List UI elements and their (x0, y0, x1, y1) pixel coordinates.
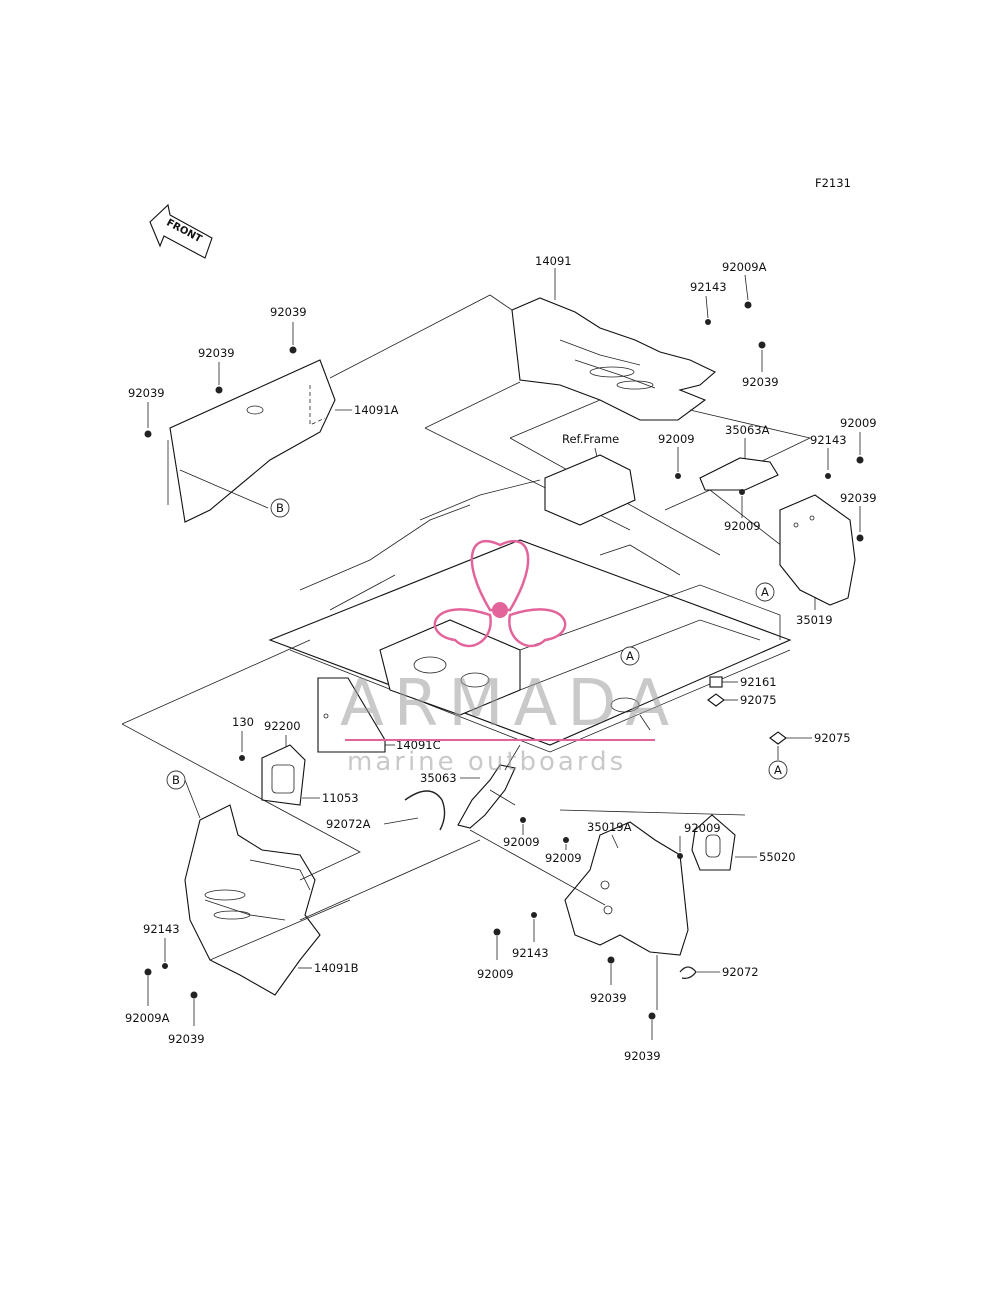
callout-92200: 92200 (264, 719, 301, 733)
callout-92039-bm2: 92039 (624, 1049, 661, 1063)
callout-14091b: 14091B (314, 961, 359, 975)
screw-icon (190, 991, 198, 999)
callout-92009-l2: 92009 (545, 851, 582, 865)
callout-92143-bm: 92143 (512, 946, 549, 960)
callout-92009-br: 92009 (684, 821, 721, 835)
ref-marker-a2: A (626, 649, 634, 663)
watermark-flower-center (492, 602, 508, 618)
callout-55020: 55020 (759, 850, 796, 864)
screw-icon (758, 341, 766, 349)
grommet-icon (707, 693, 725, 707)
vehicle-frame (268, 454, 792, 753)
cover-14091B (184, 804, 321, 996)
stay-35063 (457, 744, 521, 829)
mudguard-35019 (779, 494, 856, 606)
ref-marker-b (270, 498, 290, 518)
callout-92009-bm: 92009 (477, 967, 514, 981)
callout-92039-bm1: 92039 (590, 991, 627, 1005)
callout-92039-a: 92039 (270, 305, 307, 319)
callout-92143-r: 92143 (810, 433, 847, 447)
bolt-icon (563, 837, 569, 843)
callout-92039-b: 92039 (198, 346, 235, 360)
callout-35019: 35019 (796, 613, 833, 627)
ref-marker-b1: B (276, 501, 284, 515)
grommet-icon (769, 731, 787, 745)
ref-marker-a3: A (774, 763, 782, 777)
watermark-brand: ARMADA (340, 667, 679, 741)
callout-92161: 92161 (740, 675, 777, 689)
callout-92039-c: 92039 (128, 386, 165, 400)
callout-92009a-top: 92009A (722, 260, 767, 274)
hose-clamp-icon (404, 790, 446, 831)
ref-frame-label: Ref.Frame (562, 432, 619, 446)
ref-marker-b2: B (172, 773, 180, 787)
callout-92039-topright: 92039 (742, 375, 779, 389)
callout-92039-bl: 92039 (168, 1032, 205, 1046)
bracket-11053 (261, 744, 306, 806)
screw-icon (648, 1012, 656, 1020)
washer-icon (705, 319, 711, 325)
callout-92072a: 92072A (326, 817, 371, 831)
callout-14091c: 14091C (396, 738, 441, 752)
panel-14091A (169, 359, 336, 523)
callout-92039-r: 92039 (840, 491, 877, 505)
clamp-icon (679, 966, 697, 980)
screw-icon (289, 346, 297, 354)
callout-92009-r1: 92009 (658, 432, 695, 446)
screw-icon (607, 956, 615, 964)
callout-92009-r2: 92009 (840, 416, 877, 430)
screw-icon (856, 534, 864, 542)
bracket-35063A (699, 457, 779, 491)
clip-icon (709, 676, 723, 688)
bolt-icon (744, 301, 752, 309)
callout-11053: 11053 (322, 791, 359, 805)
ref-marker-a1: A (761, 585, 769, 599)
watermark-tagline: marine outboards (347, 747, 626, 777)
washer-icon (825, 473, 831, 479)
cover-14091 (511, 297, 716, 421)
plate-14091C (317, 677, 386, 753)
callout-92009-l1: 92009 (503, 835, 540, 849)
callout-130: 130 (232, 715, 254, 729)
bolt-icon (675, 473, 681, 479)
ref-marker-a (755, 582, 775, 602)
callout-92075-b: 92075 (814, 731, 851, 745)
callout-35019a: 35019A (587, 820, 632, 834)
washer-icon (531, 912, 537, 918)
callout-35063: 35063 (420, 771, 457, 785)
bolt-icon (144, 968, 152, 976)
callout-92143-top: 92143 (690, 280, 727, 294)
callout-92143-bl: 92143 (143, 922, 180, 936)
washer-icon (162, 963, 168, 969)
watermark-logo: ARMADA marine outboards (340, 539, 679, 777)
bolt-icon (677, 853, 683, 859)
callout-35063a: 35063A (725, 423, 770, 437)
bolt-icon (493, 928, 501, 936)
bolt-icon (520, 817, 526, 823)
callout-14091a: 14091A (354, 403, 399, 417)
figure-code: F2131 (815, 176, 851, 190)
ref-marker-a (620, 646, 640, 666)
bolt-icon (739, 489, 745, 495)
bracket-55020 (691, 814, 736, 871)
front-direction-arrow: FRONT (149, 203, 213, 259)
callout-92009-mid: 92009 (724, 519, 761, 533)
callout-92072: 92072 (722, 965, 759, 979)
callout-14091: 14091 (535, 254, 572, 268)
callout-92009a-bl: 92009A (125, 1011, 170, 1025)
ref-marker-a (768, 760, 788, 780)
bolt-icon (239, 755, 245, 761)
screw-icon (144, 430, 152, 438)
watermark-flower-icon (433, 539, 567, 648)
bolt-icon (856, 456, 864, 464)
callout-92075-a: 92075 (740, 693, 777, 707)
screw-icon (215, 386, 223, 394)
mudguard-35019A (564, 821, 689, 956)
